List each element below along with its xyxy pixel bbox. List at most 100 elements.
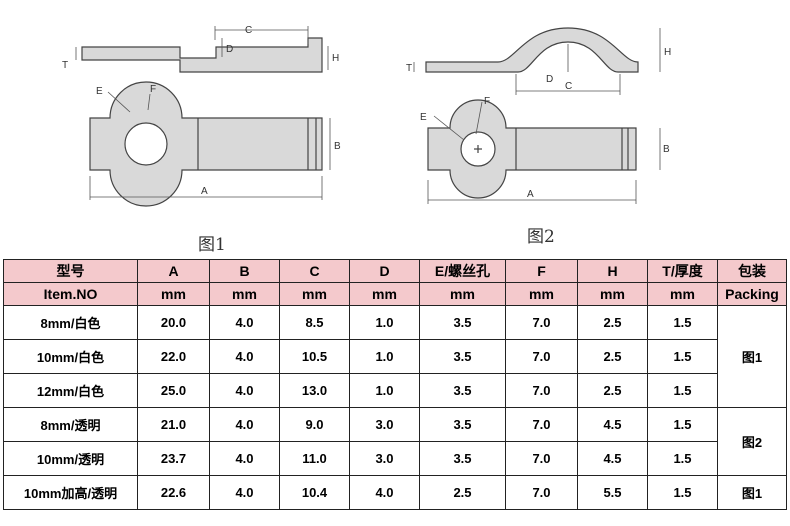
table-cell: 4.0 bbox=[209, 475, 280, 510]
table-cell: 7.0 bbox=[505, 475, 578, 510]
table-cell: 8.5 bbox=[279, 305, 350, 340]
fig1-label-c: C bbox=[245, 25, 252, 36]
packing-cell: 图1 bbox=[717, 475, 787, 510]
header-cell: mm bbox=[577, 282, 648, 306]
table-header-bottom: Item.NO mm mm mm mm mm mm mm mm Packing bbox=[3, 282, 787, 306]
table-cell: 1.0 bbox=[349, 339, 420, 374]
table-cell: 20.0 bbox=[137, 305, 210, 340]
packing-cell: 图2 bbox=[717, 407, 787, 476]
table-cell: 7.0 bbox=[505, 339, 578, 374]
table-cell: 4.0 bbox=[349, 475, 420, 510]
fig1-label-f: F bbox=[150, 84, 156, 95]
figure1-top-view bbox=[89, 81, 323, 207]
table-cell: 4.0 bbox=[209, 441, 280, 476]
table-cell: 7.0 bbox=[505, 305, 578, 340]
technical-drawings: C D H T E F B A T H D C E F B A 图1 图2 bbox=[0, 0, 790, 258]
fig1-label-e: E bbox=[96, 86, 103, 97]
fig2-label-e: E bbox=[420, 112, 427, 123]
spec-table: 型号 A B C D E/螺丝孔 F H T/厚度 包装 Item.NO mm … bbox=[3, 259, 787, 510]
table-cell: 3.5 bbox=[419, 305, 506, 340]
table-row: 10mm/透明 23.7 4.0 11.0 3.0 3.5 7.0 4.5 1.… bbox=[3, 441, 787, 476]
header-cell: E/螺丝孔 bbox=[419, 259, 506, 283]
fig1-label-h: H bbox=[332, 53, 339, 64]
table-cell: 10.5 bbox=[279, 339, 350, 374]
figure2-top-view bbox=[427, 99, 637, 199]
table-cell: 4.5 bbox=[577, 407, 648, 442]
table-cell: 10.4 bbox=[279, 475, 350, 510]
table-cell: 7.0 bbox=[505, 441, 578, 476]
table-cell: 21.0 bbox=[137, 407, 210, 442]
table-cell: 10mm/白色 bbox=[3, 339, 138, 374]
table-cell: 23.7 bbox=[137, 441, 210, 476]
table-row: 10mm/白色 22.0 4.0 10.5 1.0 3.5 7.0 2.5 1.… bbox=[3, 339, 787, 374]
fig2-label-t: T bbox=[406, 63, 412, 74]
table-cell: 25.0 bbox=[137, 373, 210, 408]
fig2-label-f: F bbox=[484, 96, 490, 107]
table-cell: 4.0 bbox=[209, 373, 280, 408]
table-cell: 1.5 bbox=[647, 475, 718, 510]
figure1-caption: 图1 bbox=[198, 235, 226, 255]
table-cell: 10mm加高/透明 bbox=[3, 475, 138, 510]
header-cell: T/厚度 bbox=[647, 259, 718, 283]
fig2-label-d: D bbox=[546, 74, 553, 85]
table-cell: 3.0 bbox=[349, 407, 420, 442]
header-cell: mm bbox=[209, 282, 280, 306]
header-cell: mm bbox=[137, 282, 210, 306]
figure1-side-view bbox=[81, 37, 323, 73]
table-cell: 13.0 bbox=[279, 373, 350, 408]
table-cell: 1.0 bbox=[349, 305, 420, 340]
table-cell: 2.5 bbox=[419, 475, 506, 510]
header-cell: C bbox=[279, 259, 350, 283]
table-cell: 3.5 bbox=[419, 373, 506, 408]
table-cell: 8mm/透明 bbox=[3, 407, 138, 442]
header-cell: mm bbox=[419, 282, 506, 306]
header-cell: 型号 bbox=[3, 259, 138, 283]
table-cell: 2.5 bbox=[577, 373, 648, 408]
table-cell: 1.5 bbox=[647, 441, 718, 476]
table-cell: 3.0 bbox=[349, 441, 420, 476]
header-cell: Packing bbox=[717, 282, 787, 306]
header-cell: Item.NO bbox=[3, 282, 138, 306]
table-cell: 12mm/白色 bbox=[3, 373, 138, 408]
fig2-label-b: B bbox=[663, 144, 670, 155]
table-cell: 22.6 bbox=[137, 475, 210, 510]
table-cell: 4.0 bbox=[209, 407, 280, 442]
table-cell: 1.5 bbox=[647, 305, 718, 340]
table-row: 8mm/白色 20.0 4.0 8.5 1.0 3.5 7.0 2.5 1.5 … bbox=[3, 305, 787, 408]
fig1-label-t: T bbox=[62, 60, 68, 71]
table-cell: 22.0 bbox=[137, 339, 210, 374]
fig1-label-b: B bbox=[334, 141, 341, 152]
table-cell: 4.5 bbox=[577, 441, 648, 476]
table-cell: 5.5 bbox=[577, 475, 648, 510]
table-cell: 1.5 bbox=[647, 407, 718, 442]
table-cell: 2.5 bbox=[577, 339, 648, 374]
figure2-side-view bbox=[425, 27, 639, 73]
header-cell: mm bbox=[349, 282, 420, 306]
table-cell: 1.5 bbox=[647, 373, 718, 408]
header-cell: F bbox=[505, 259, 578, 283]
packing-cell: 图1 bbox=[717, 305, 787, 408]
table-cell: 4.0 bbox=[209, 339, 280, 374]
table-row: 12mm/白色 25.0 4.0 13.0 1.0 3.5 7.0 2.5 1.… bbox=[3, 373, 787, 408]
header-cell: mm bbox=[279, 282, 350, 306]
header-cell: B bbox=[209, 259, 280, 283]
fig1-label-d: D bbox=[226, 44, 233, 55]
table-cell: 8mm/白色 bbox=[3, 305, 138, 340]
drawing-canvas: C D H T E F B A T H D C E F B A bbox=[62, 25, 671, 207]
fig1-label-a: A bbox=[201, 186, 208, 197]
table-cell: 3.5 bbox=[419, 407, 506, 442]
header-cell: 包装 bbox=[717, 259, 787, 283]
fig2-label-a: A bbox=[527, 189, 534, 200]
table-cell: 11.0 bbox=[279, 441, 350, 476]
table-cell: 1.5 bbox=[647, 339, 718, 374]
fig2-label-c: C bbox=[565, 81, 572, 92]
header-cell: D bbox=[349, 259, 420, 283]
table-cell: 10mm/透明 bbox=[3, 441, 138, 476]
table-cell: 7.0 bbox=[505, 407, 578, 442]
table-cell: 2.5 bbox=[577, 305, 648, 340]
fig2-label-h: H bbox=[664, 47, 671, 58]
table-header-top: 型号 A B C D E/螺丝孔 F H T/厚度 包装 bbox=[3, 259, 787, 283]
table-cell: 7.0 bbox=[505, 373, 578, 408]
header-cell: A bbox=[137, 259, 210, 283]
table-cell: 3.5 bbox=[419, 441, 506, 476]
